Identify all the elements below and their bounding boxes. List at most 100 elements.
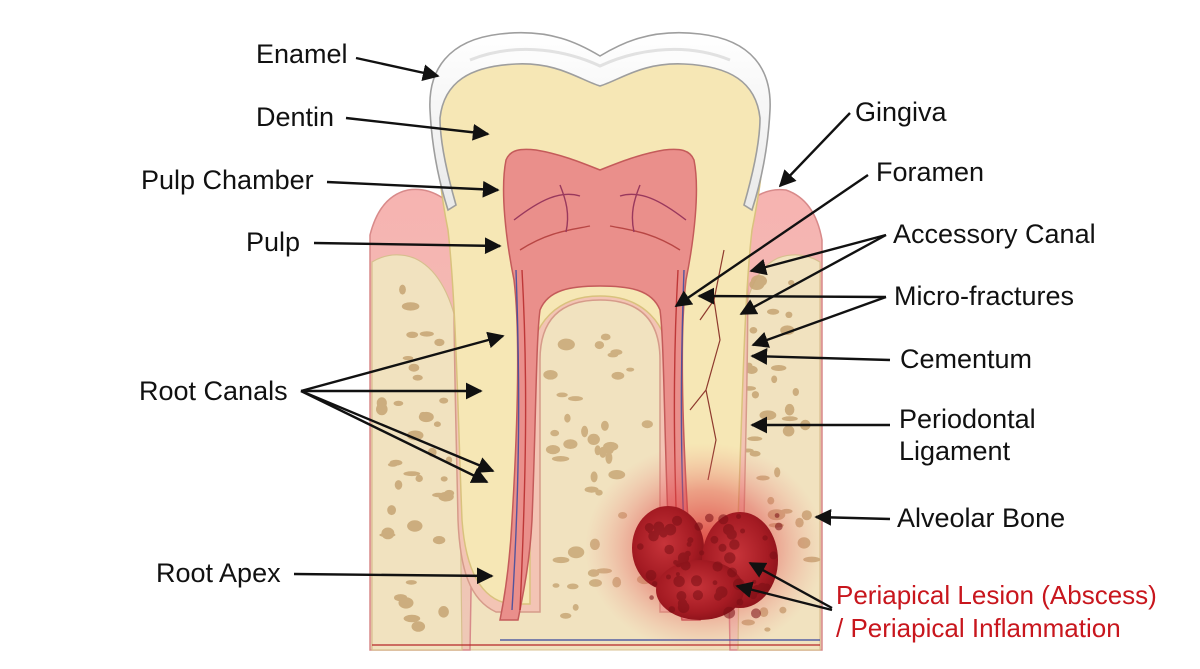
bone-pore — [551, 456, 570, 462]
bone-pore — [393, 400, 404, 406]
bone-pore — [376, 397, 387, 409]
pulp-vessels — [372, 184, 820, 646]
abscess-granule — [691, 575, 702, 587]
bone-pore — [387, 505, 396, 516]
abscess-granule — [712, 580, 718, 586]
abscess-granule — [710, 535, 719, 544]
label-alveolar-bone: Alveolar Bone — [897, 503, 1065, 533]
bone-pore — [401, 302, 420, 311]
bone-pore — [438, 606, 449, 618]
bone-pore — [788, 280, 795, 286]
bone-pore — [412, 374, 423, 381]
bone-pore — [556, 392, 568, 398]
abscess-granule — [687, 537, 694, 544]
bone-pore — [641, 420, 653, 429]
abscess-granule — [774, 513, 780, 518]
abscess-granule — [749, 591, 758, 600]
pointer-foramen — [674, 174, 869, 307]
bone-pore — [415, 474, 423, 483]
bone-pore — [745, 365, 758, 374]
abscess-granule — [769, 551, 778, 560]
abscess-granule — [723, 606, 736, 619]
bone-pore — [587, 433, 600, 445]
bone-pore — [784, 403, 795, 416]
pointer-gingiva — [778, 112, 851, 188]
right-labels: Gingiva Foramen Accessory Canal Micro-fr… — [674, 97, 1157, 643]
abscess-granule — [652, 581, 658, 587]
label-periapical-lesion: Periapical Lesion (Abscess) — [836, 580, 1157, 610]
label-root-apex: Root Apex — [156, 558, 281, 588]
abscess-granule — [675, 572, 680, 577]
abscess-granule — [751, 608, 761, 619]
abscess-granule — [677, 552, 690, 564]
bone-pore — [403, 471, 421, 477]
label-root-canals: Root Canals — [139, 376, 288, 406]
bone-pore — [405, 580, 417, 585]
pointer-cementum — [750, 348, 891, 365]
abscess-granule — [726, 529, 737, 540]
bone-pore — [402, 356, 414, 361]
bone-pore — [562, 338, 569, 343]
label-periapical-inflammation: / Periapical Inflammation — [836, 613, 1121, 643]
label-dentin: Dentin — [256, 102, 334, 132]
pointer-root-canals-3 — [300, 389, 495, 473]
bone-pore — [568, 396, 583, 402]
bone-pore — [432, 536, 446, 545]
bone-trabeculae — [543, 333, 653, 619]
abscess-granule — [676, 591, 687, 601]
abscess-granule — [736, 514, 742, 519]
abscess-granule — [672, 515, 683, 526]
enamel-top-shine — [469, 47, 731, 68]
abscess-granule — [718, 543, 727, 552]
bone-pore — [747, 436, 763, 442]
pointer-pulp — [313, 237, 502, 255]
abscess-granule — [740, 528, 746, 534]
bone-pore — [771, 365, 787, 371]
pointer-pulp-chamber — [326, 180, 500, 198]
abscess-granule — [645, 569, 657, 581]
pointer-alveolar-bone — [814, 509, 891, 526]
abscess-granule — [762, 535, 768, 541]
bone-pore — [605, 451, 613, 464]
abscess-granule — [686, 541, 692, 547]
bone-pore — [792, 388, 799, 396]
bone-pore — [751, 391, 760, 399]
abscess-granule — [644, 523, 654, 532]
pointer-micro-fractures-1 — [697, 287, 887, 305]
bone-pore — [408, 363, 420, 372]
bone-pore — [432, 492, 445, 498]
label-pulp-chamber: Pulp Chamber — [141, 165, 314, 195]
bone-pore — [434, 338, 445, 347]
abscess-granule — [757, 582, 768, 593]
abscess-granule — [677, 601, 690, 614]
bone-pore — [398, 597, 414, 609]
bone-pore — [581, 425, 589, 438]
abscess-granule — [673, 575, 685, 588]
bone-pore — [440, 476, 448, 482]
bone-pore — [749, 327, 758, 334]
bone-pore — [439, 397, 449, 404]
bone-pore — [599, 446, 607, 458]
abscess-granule — [712, 561, 723, 572]
bone-pore — [403, 614, 421, 623]
bone-pore — [601, 420, 609, 431]
abscess-granule — [692, 590, 704, 601]
pointer-root-apex — [293, 567, 494, 585]
abscess-granule — [664, 544, 674, 555]
abscess-granule — [637, 543, 644, 550]
pointer-accessory-canal-1 — [749, 233, 887, 276]
left-labels: Enamel Dentin Pulp Chamber Pulp Root Can… — [139, 39, 505, 588]
bone-pore — [572, 604, 579, 611]
abscess-granule — [699, 550, 705, 556]
abscess-granule — [736, 598, 744, 606]
bone-pore — [419, 331, 434, 337]
bone-pore — [759, 410, 777, 421]
abscess-granule — [714, 592, 723, 601]
bone-pore — [607, 352, 619, 358]
bone-pore — [564, 413, 571, 423]
abscess-granule — [724, 552, 736, 564]
label-periodontal-ligament-1: Periodontal — [899, 404, 1036, 434]
bone-pore — [411, 621, 426, 632]
enamel — [429, 31, 771, 212]
